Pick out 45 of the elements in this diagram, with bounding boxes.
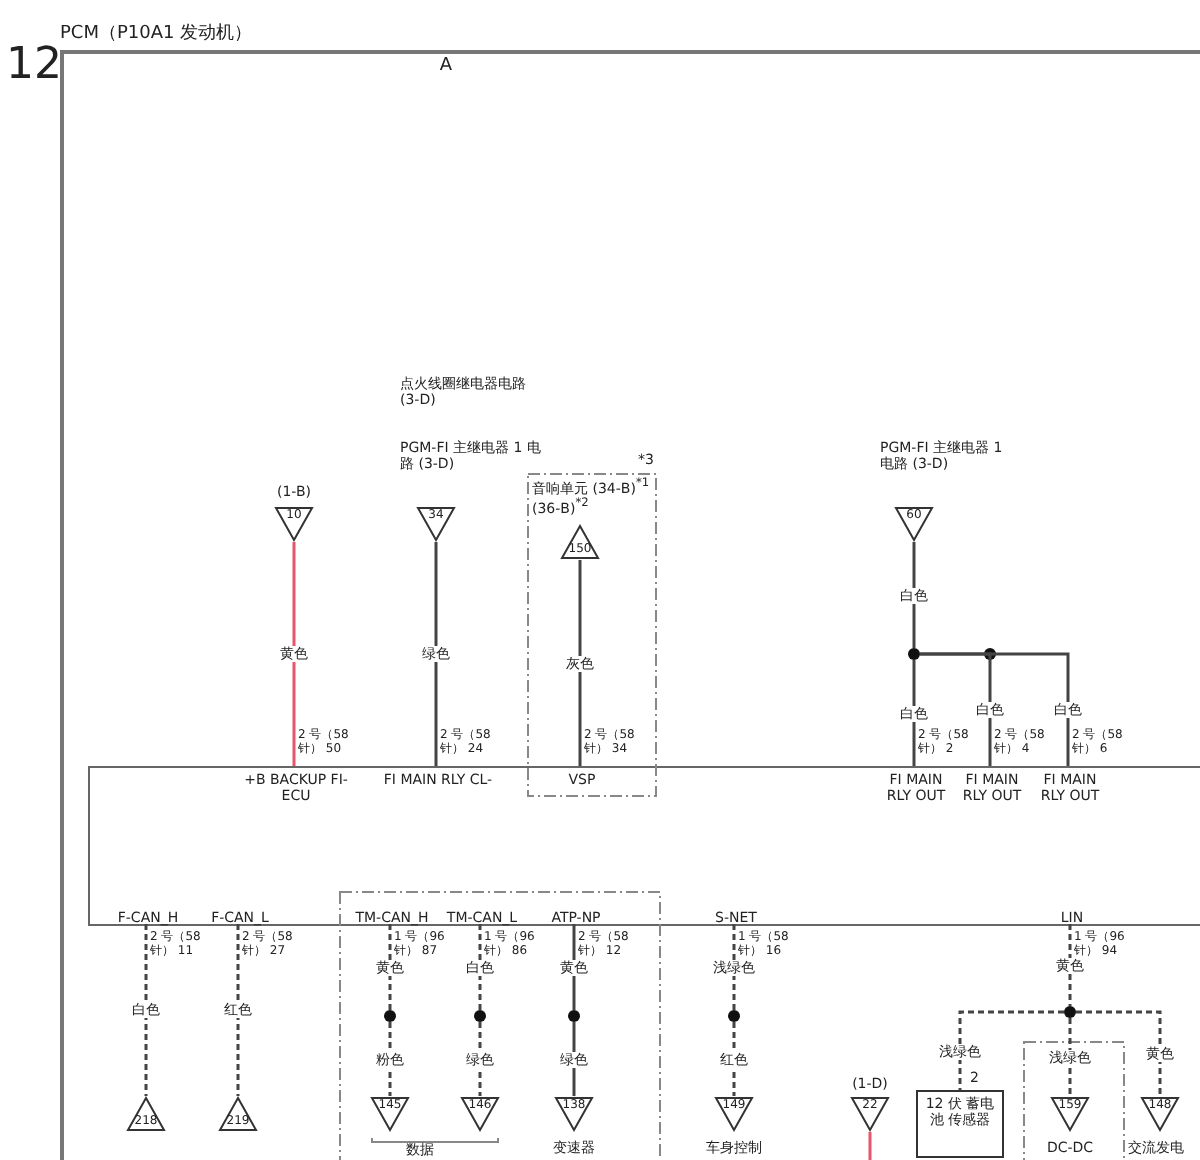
wire [732,1022,736,1096]
splice-dot [568,1010,580,1022]
connector-triangle [554,1096,594,1132]
wire [578,560,582,766]
wire [958,1010,1064,1090]
wire [236,924,240,1096]
wire [572,1022,576,1096]
sensor-box [916,1090,1004,1158]
wire [478,924,482,1010]
connector-triangle [460,1096,500,1132]
splice-dot [1064,1006,1076,1018]
connector-triangle [126,1096,166,1132]
wire [144,924,148,1096]
wire [388,1022,392,1096]
splice-dot [728,1010,740,1022]
wire [912,542,916,648]
wire [388,924,392,1010]
wire [920,652,1070,766]
connector-triangle [416,506,456,542]
splice-dot [908,648,920,660]
wire [912,660,916,766]
wire [478,1022,482,1096]
wire [1068,1018,1072,1096]
splice-dot [474,1010,486,1022]
connector-triangle [274,506,314,542]
page-number: 12 [4,40,64,90]
section-letter: A [437,56,455,76]
connector-band [88,766,1200,926]
diagram-title: PCM（P10A1 发动机） [60,21,253,46]
connector-triangle [850,1096,890,1132]
wire [1068,924,1072,1006]
wire [1076,1010,1162,1096]
connector-triangle [560,524,600,560]
wire [434,542,438,766]
connector-triangle [218,1096,258,1132]
splice-dot [384,1010,396,1022]
connector-triangle [1140,1096,1180,1132]
connector-triangle [894,506,934,542]
connector-triangle [714,1096,754,1132]
wire [868,1132,872,1160]
connector-triangle [1050,1096,1090,1132]
wire [732,924,736,1010]
wire [572,924,576,1010]
wire [292,542,296,766]
connector-triangle [370,1096,410,1132]
